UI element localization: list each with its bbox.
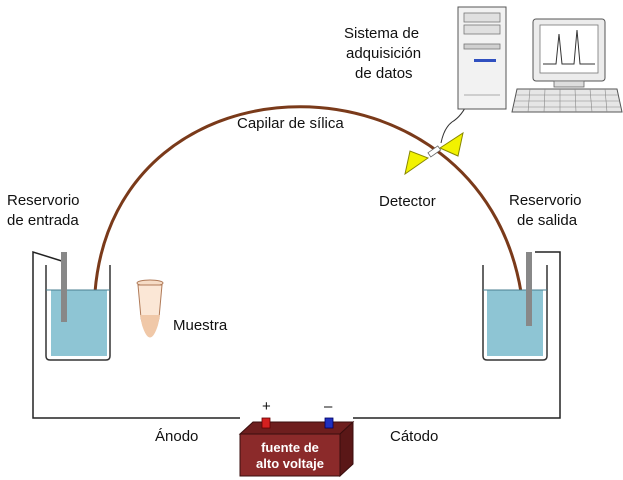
detector-lower-lamp-icon [404, 150, 430, 176]
sample-label: Muestra [173, 317, 228, 334]
outlet-reservoir-label-line1: Reservorio [509, 192, 582, 209]
outlet-beaker [482, 265, 548, 361]
positive-terminal [261, 417, 271, 429]
circuit-wires [32, 250, 561, 419]
inlet-reservoir-label-line2: de entrada [7, 212, 79, 229]
inlet-reservoir [45, 252, 111, 361]
anode-label: Ánodo [155, 428, 198, 445]
cathode-label: Cátodo [390, 428, 438, 445]
capillary-label: Capilar de sílica [237, 115, 344, 132]
sample-tube [136, 279, 164, 338]
cathode-electrode [526, 252, 532, 326]
detector [404, 101, 469, 176]
inlet-reservoir-label-line1: Reservorio [7, 192, 80, 209]
data-system-label-line3: de datos [355, 65, 413, 82]
detector-upper-lamp-icon [438, 131, 464, 157]
detector-window [427, 145, 442, 158]
inlet-beaker [45, 265, 111, 361]
computer-icon [457, 6, 623, 113]
outlet-reservoir [482, 252, 548, 361]
negative-terminal [324, 417, 334, 429]
data-system-label-line1: Sistema de [344, 25, 419, 42]
inlet-buffer [51, 290, 107, 356]
plus-sign: + [262, 398, 271, 415]
anode-electrode [61, 252, 67, 322]
outlet-buffer [487, 290, 543, 356]
data-system-label-line2: adquisición [346, 45, 421, 62]
silica-capillary [93, 105, 523, 322]
high-voltage-power-supply [238, 417, 355, 478]
power-supply-label-line2: alto voltaje [256, 456, 324, 471]
minus-sign: – [324, 398, 333, 415]
detector-label: Detector [379, 193, 436, 210]
power-supply-label-line1: fuente de [261, 440, 319, 455]
outlet-reservoir-label-line2: de salida [517, 212, 578, 229]
